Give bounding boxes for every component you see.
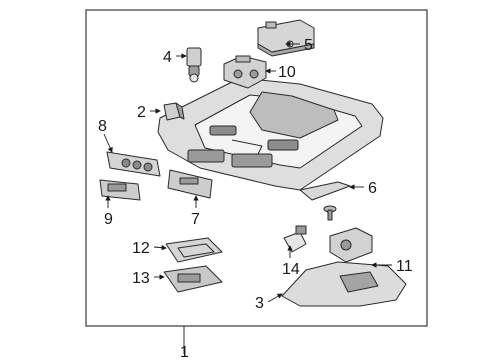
trim-panel-part-3 bbox=[281, 261, 407, 307]
callout-4: 4 bbox=[163, 49, 172, 66]
callout-8: 8 bbox=[98, 118, 107, 135]
callout-5: 5 bbox=[304, 37, 313, 54]
callout-9: 9 bbox=[104, 211, 113, 228]
diagram-frame bbox=[85, 9, 428, 327]
bulb-socket-part-4 bbox=[186, 47, 202, 83]
lamp-assembly-part-10 bbox=[223, 55, 267, 89]
callout-7: 7 bbox=[191, 211, 200, 228]
bracket-part-12 bbox=[165, 237, 223, 263]
bracket-part-13 bbox=[163, 265, 223, 293]
callout-11: 11 bbox=[396, 258, 413, 275]
callout-6: 6 bbox=[368, 180, 377, 197]
callout-10: 10 bbox=[278, 64, 296, 81]
switch-panel-part-8 bbox=[106, 151, 161, 177]
lamp-module-part-11 bbox=[329, 227, 373, 263]
callout-3: 3 bbox=[255, 295, 264, 312]
callout-14: 14 bbox=[282, 261, 300, 278]
callout-1: 1 bbox=[180, 344, 189, 360]
overhead-console-housing bbox=[157, 77, 384, 191]
bulb-part-14 bbox=[283, 225, 307, 253]
callout-12: 12 bbox=[132, 240, 150, 257]
screw bbox=[323, 205, 337, 221]
clip-part-2 bbox=[163, 102, 185, 121]
callout-13: 13 bbox=[132, 270, 150, 287]
switch-part-9 bbox=[99, 179, 141, 201]
leader-lines bbox=[103, 41, 392, 354]
switch-part-7 bbox=[167, 169, 213, 199]
callout-2: 2 bbox=[137, 104, 146, 121]
